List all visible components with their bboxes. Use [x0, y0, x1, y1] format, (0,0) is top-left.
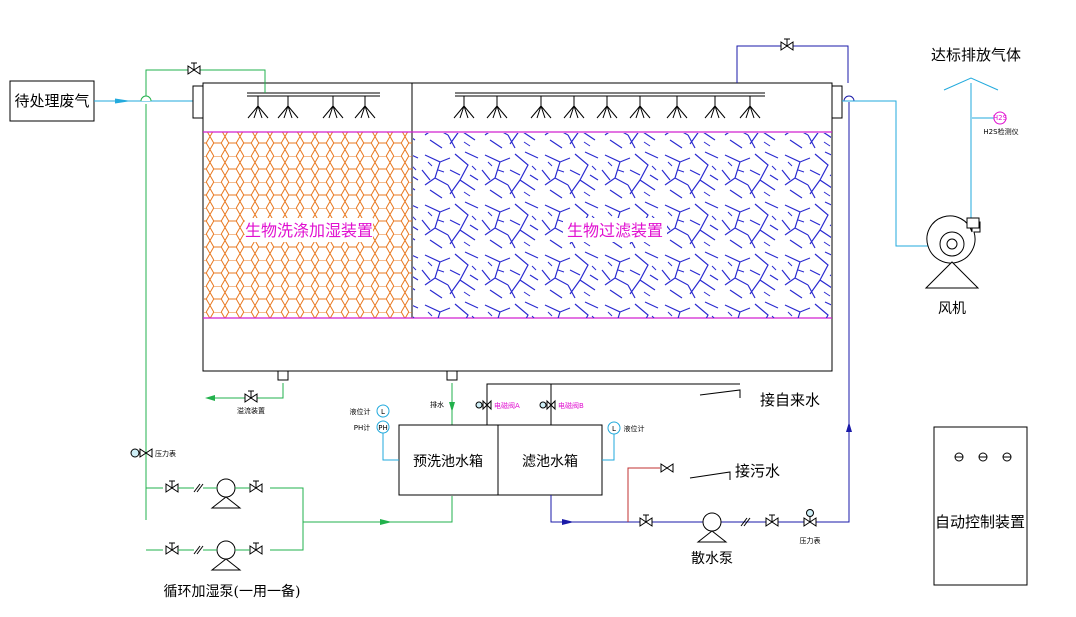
pressure-gauge-left[interactable] — [130, 448, 153, 458]
humid-pump-2[interactable] — [165, 540, 263, 571]
level-meter-right: L 液位计 — [602, 421, 645, 461]
spray-pump-label: 散水泵 — [691, 551, 733, 567]
ph-meter: PH PH计 — [354, 420, 399, 461]
humid-pump-label: 循环加湿泵(一用一备) — [164, 583, 301, 600]
pressure-gauge-right-label: 压力表 — [800, 536, 821, 545]
sewage-line — [627, 467, 731, 522]
flow-arrow-return — [380, 519, 392, 525]
humid-pump-1[interactable] — [165, 478, 263, 509]
top-blue-valve[interactable] — [780, 38, 794, 51]
level-symbol-left: L — [381, 408, 385, 416]
fan-label: 风机 — [938, 301, 966, 317]
fan-line — [842, 77, 999, 247]
h2s-symbol: H2S — [993, 114, 1008, 122]
flow-arrow-up — [846, 422, 852, 432]
bio-filter-label-bg — [563, 218, 667, 242]
exhaust-label: 达标排放气体 — [931, 46, 1021, 64]
level-meter-left-label: 液位计 — [350, 407, 371, 416]
flow-arrow-drain — [449, 402, 455, 412]
ph-symbol: PH — [378, 424, 388, 432]
green-circulation-line — [145, 69, 453, 551]
bio-filter-label: 生物过滤装置 — [567, 221, 663, 240]
overflow-valve[interactable] — [244, 390, 258, 403]
tap-water-line — [486, 383, 741, 425]
solenoid-b-label: 电磁阀B — [558, 401, 584, 410]
sewage-valve[interactable] — [660, 463, 674, 473]
control-indicator-lights — [954, 452, 1012, 462]
auto-control-label: 自动控制装置 — [935, 513, 1025, 531]
level-meter-left: L 液位计 — [350, 404, 390, 418]
spray-header-right — [453, 92, 765, 119]
bio-wash-label-bg — [245, 218, 373, 242]
auto-control-panel[interactable]: 自动控制装置 — [933, 426, 1028, 586]
solenoid-valve-b[interactable] — [539, 399, 556, 411]
filter-tank: 滤池水箱 — [497, 424, 603, 496]
line-crossover-right — [843, 95, 855, 102]
spray-pump[interactable] — [639, 512, 779, 543]
solenoid-valve-a[interactable] — [475, 399, 492, 411]
spray-header-left — [247, 92, 380, 119]
ph-meter-label: PH计 — [354, 423, 371, 432]
waste-gas-box: 待处理废气 — [9, 80, 95, 122]
waste-gas-label: 待处理废气 — [14, 92, 89, 110]
top-green-valve[interactable] — [187, 62, 201, 75]
overflow-outlet — [277, 370, 289, 381]
flow-arrow-filter — [562, 519, 574, 525]
line-crossover — [140, 95, 152, 102]
sewage-label: 接污水 — [735, 462, 780, 480]
filter-tank-label: 滤池水箱 — [522, 454, 578, 470]
pressure-gauge-right[interactable] — [803, 509, 817, 527]
solenoid-a-label: 电磁阀A — [494, 401, 520, 410]
drain-outlet — [446, 370, 458, 381]
prewash-tank: 预洗池水箱 — [398, 424, 499, 496]
tap-water-label: 接自来水 — [760, 391, 820, 409]
drain-label: 排水 — [430, 400, 444, 409]
level-meter-right-label: 液位计 — [624, 424, 645, 433]
overflow-label: 溢流装置 — [237, 406, 265, 415]
pump-connectors — [178, 487, 250, 551]
prewash-tank-label: 预洗池水箱 — [413, 454, 483, 470]
pressure-gauge-left-label: 压力表 — [155, 449, 176, 458]
h2s-detector: H2S H2S检测仪 — [972, 111, 1019, 136]
level-symbol-right: L — [612, 425, 616, 433]
fan[interactable] — [924, 215, 981, 289]
h2s-label: H2S检测仪 — [983, 127, 1018, 136]
flow-arrow-overflow — [205, 395, 215, 401]
bio-wash-label: 生物洗涤加湿装置 — [245, 221, 373, 240]
